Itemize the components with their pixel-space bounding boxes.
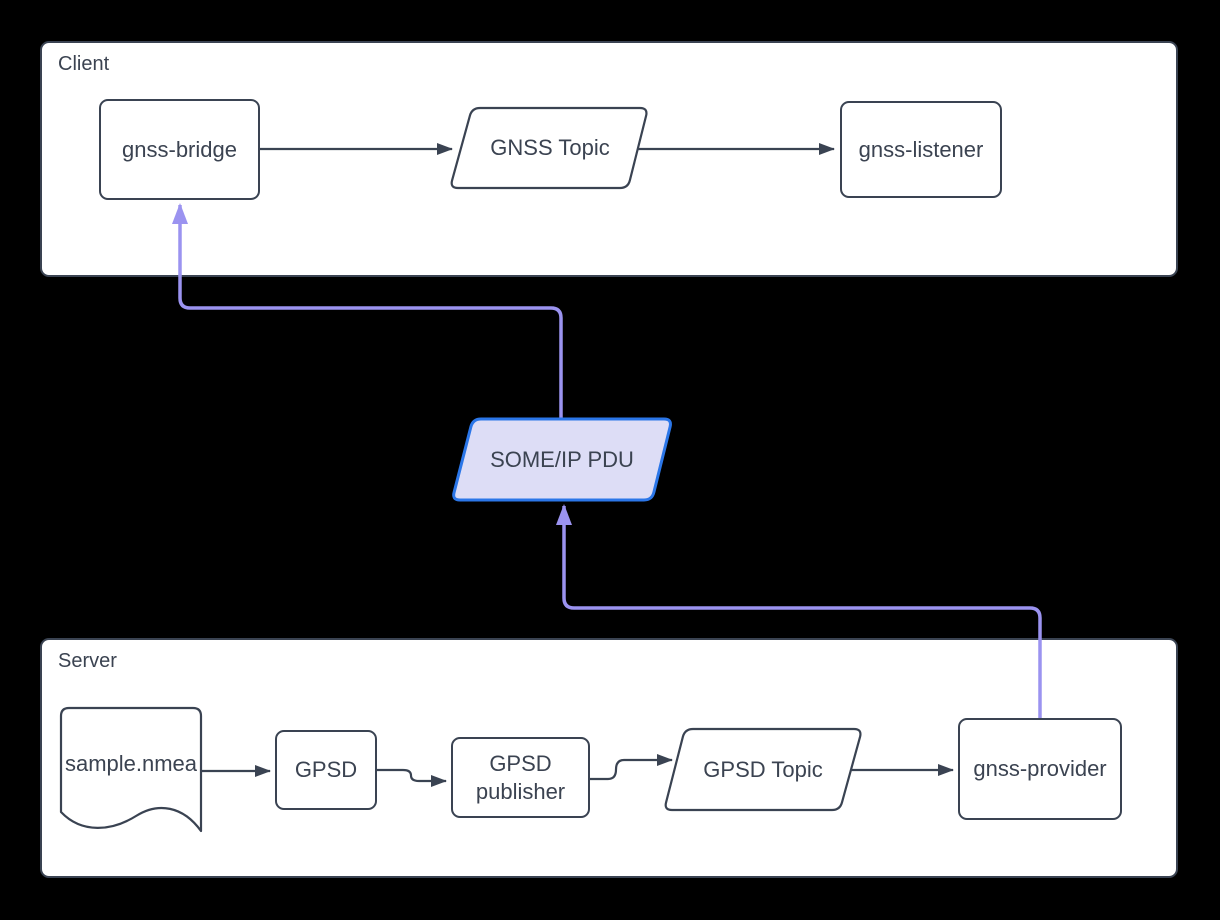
node-gnss-provider: [958, 718, 1122, 820]
server-container-label: Server: [58, 650, 117, 672]
someip-pdu-label: SOME/IP PDU: [490, 446, 634, 472]
gpsd-publisher-label: GPSD publisher: [475, 750, 566, 804]
gnss-listener-label: gnss-listener: [858, 136, 984, 162]
node-gnss-listener: [840, 101, 1002, 198]
client-container-label: Client: [58, 53, 110, 75]
gnss-topic-label: GNSS Topic: [490, 135, 610, 160]
gpsd-label: GPSD: [294, 757, 358, 782]
gpsd-topic-label: GPSD Topic: [703, 756, 823, 782]
sample-nmea-label: sample.nmea: [64, 751, 198, 776]
gnss-bridge-label: gnss-bridge: [122, 136, 237, 162]
node-gpsd: [275, 730, 377, 810]
node-gpsd-publisher: [451, 737, 590, 818]
gnss-provider-label: gnss-provider: [973, 756, 1107, 781]
node-gnss-bridge: [99, 99, 260, 200]
